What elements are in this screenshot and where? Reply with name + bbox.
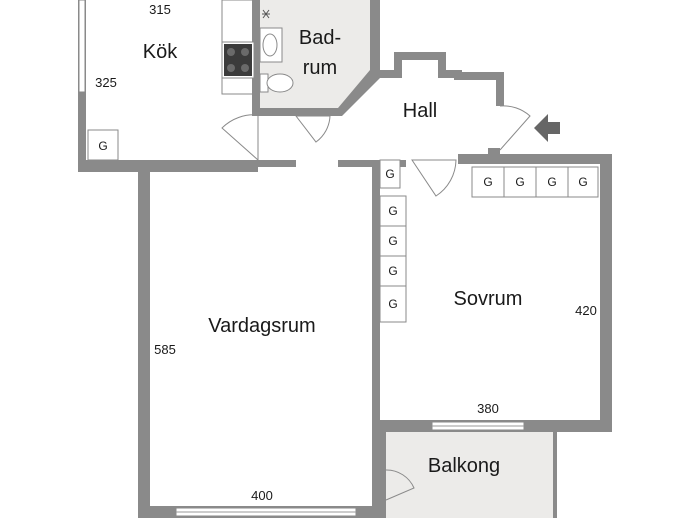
dimension-sovrum-depth: 420 [575,303,597,318]
room-label-kok: Kök [143,41,178,63]
kitchen-counter-lower [221,77,255,95]
wardrobe-label: G [578,175,587,189]
sink [259,27,283,63]
wardrobe-sovrum-top-1 [471,166,505,198]
kitchen-counter [221,0,255,43]
wardrobe-label: G [388,297,397,311]
wardrobe-label: G [98,139,107,153]
entrance-arrow-icon [534,114,560,142]
doors [221,105,531,501]
dimension-kok-width: 315 [149,2,171,17]
dimension-sovrum-width: 380 [477,401,499,416]
wardrobe-kok [87,129,119,161]
stove [221,41,255,79]
wardrobe-label: G [388,264,397,278]
room-label-sovrum: Sovrum [454,288,523,310]
room-label-balkong: Balkong [428,455,500,477]
wardrobe-sovrum-3 [379,255,407,287]
wardrobes: G G G G G G G G G G [87,129,599,323]
room-label-badrum-2: rum [303,57,337,79]
wardrobe-sovrum-2 [379,225,407,257]
room-label-badrum-1: Bad- [299,27,341,49]
balcony-floor [386,432,554,518]
toilet [259,73,294,93]
wardrobe-label: G [385,167,394,181]
shower-head-icon [262,9,270,19]
wardrobe-sovrum-top-2 [503,166,537,198]
dimension-vardagsrum-width: 400 [251,488,273,503]
wardrobe-label: G [388,234,397,248]
room-label-vardagsrum: Vardagsrum [208,315,315,337]
wardrobe-sovrum-4 [379,285,407,323]
wardrobe-sovrum-top-4 [567,166,599,198]
wardrobe-label: G [515,175,524,189]
wardrobe-hall [379,159,401,189]
windows [175,421,525,517]
wardrobe-label: G [388,204,397,218]
room-label-hall: Hall [403,100,437,122]
wardrobe-label: G [547,175,556,189]
wardrobe-label: G [483,175,492,189]
dimension-vardagsrum-depth: 585 [154,342,176,357]
dimension-kok-depth: 325 [95,75,117,90]
